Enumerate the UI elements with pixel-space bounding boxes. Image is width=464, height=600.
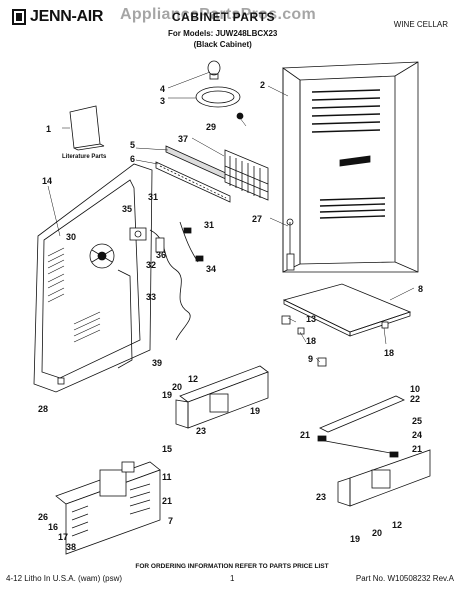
callout-1: 1 (46, 124, 51, 134)
control-housing (129, 227, 165, 253)
callout-28: 28 (38, 404, 48, 414)
callout-29: 29 (206, 122, 216, 132)
callout-36: 36 (156, 250, 166, 260)
callout-34: 34 (206, 264, 216, 274)
print-info: 4-12 Litho In U.S.A. (wam) (psw) (6, 574, 123, 583)
watermark: AppliancePartsPros.com (120, 6, 316, 23)
callout-2: 2 (260, 80, 265, 90)
brand-logo: JENN-AIR (12, 8, 103, 26)
evaporator-coil (224, 149, 269, 201)
literature-label: Literature Parts (62, 154, 107, 160)
light-bulb (207, 60, 221, 80)
page-number: 1 (230, 574, 235, 583)
callout-20-a: 20 (172, 382, 182, 392)
callout-26: 26 (38, 512, 48, 522)
callout-7: 7 (168, 516, 173, 526)
kickplate-grille (55, 461, 161, 555)
callout-12-right: 12 (392, 520, 402, 530)
model-info: For Models: JUW248LBCX23 (Black Cabinet) (168, 28, 277, 50)
callout-5: 5 (130, 140, 135, 150)
ordering-note: FOR ORDERING INFORMATION REFER TO PARTS … (135, 563, 329, 570)
callout-17: 17 (58, 532, 68, 542)
back-panel (33, 163, 153, 393)
toe-rail-left (175, 365, 269, 429)
callout-21-b: 21 (300, 430, 310, 440)
screw-28 (57, 377, 65, 385)
screw-29 (236, 112, 244, 120)
light-cover (195, 86, 241, 108)
callout-25: 25 (412, 416, 422, 426)
callout-30: 30 (66, 232, 76, 242)
callout-23-a: 23 (196, 426, 206, 436)
wire-kit-25 (317, 435, 399, 458)
callout-10: 10 (410, 384, 420, 394)
callout-32: 32 (146, 260, 156, 270)
wire-harness (149, 221, 204, 341)
callout-37: 37 (178, 134, 188, 144)
cabinet-line: (Black Cabinet) (193, 40, 252, 49)
callout-16: 16 (48, 522, 58, 532)
literature-booklet (69, 105, 105, 151)
callout-27: 27 (252, 214, 262, 224)
leveling-leg (281, 315, 389, 367)
fan-motor (89, 243, 115, 269)
callout-21-a: 21 (162, 496, 172, 506)
callout-35: 35 (122, 204, 132, 214)
callout-11: 11 (162, 472, 172, 482)
callout-19-c: 19 (350, 534, 360, 544)
callout-31-b: 31 (204, 220, 214, 230)
callout-8: 8 (418, 284, 423, 294)
callout-39: 39 (152, 358, 162, 368)
trim-strip (155, 145, 231, 203)
thermistor (286, 218, 295, 271)
cabinet-shell (282, 61, 419, 273)
brand-mark-icon (12, 9, 26, 25)
callout-4: 4 (160, 84, 165, 94)
page-title: CABINET PARTS (172, 10, 275, 24)
callout-19-a: 19 (162, 390, 172, 400)
brand-name: JENN-AIR (30, 8, 104, 25)
callout-3: 3 (160, 96, 165, 106)
callout-labels: 1 Literature Parts 2 3 4 5 6 7 8 9 10 11… (38, 80, 423, 552)
callout-19-b: 19 (250, 406, 260, 416)
callout-20-b: 20 (372, 528, 382, 538)
callout-6: 6 (130, 154, 135, 164)
callout-33: 33 (146, 292, 156, 302)
part-number: Part No. W10508232 Rev.A (355, 574, 454, 583)
toe-rail-right (319, 395, 431, 507)
callout-21-c: 21 (412, 444, 422, 454)
callout-38: 38 (66, 542, 76, 552)
callout-18-left: 18 (306, 336, 316, 346)
callout-9: 9 (308, 354, 313, 364)
callout-22: 22 (410, 394, 420, 404)
callout-18-right: 18 (384, 348, 394, 358)
callout-13: 13 (306, 314, 316, 324)
category-label: WINE CELLAR (393, 20, 448, 29)
callout-31-a: 31 (148, 192, 158, 202)
callout-24: 24 (412, 430, 422, 440)
callout-15: 15 (162, 444, 172, 454)
leader-lines (47, 71, 415, 363)
callout-12-left: 12 (188, 374, 198, 384)
base-plate (282, 283, 412, 337)
callout-23-b: 23 (316, 492, 326, 502)
callout-14: 14 (42, 176, 52, 186)
models-line: For Models: JUW248LBCX23 (168, 29, 278, 38)
